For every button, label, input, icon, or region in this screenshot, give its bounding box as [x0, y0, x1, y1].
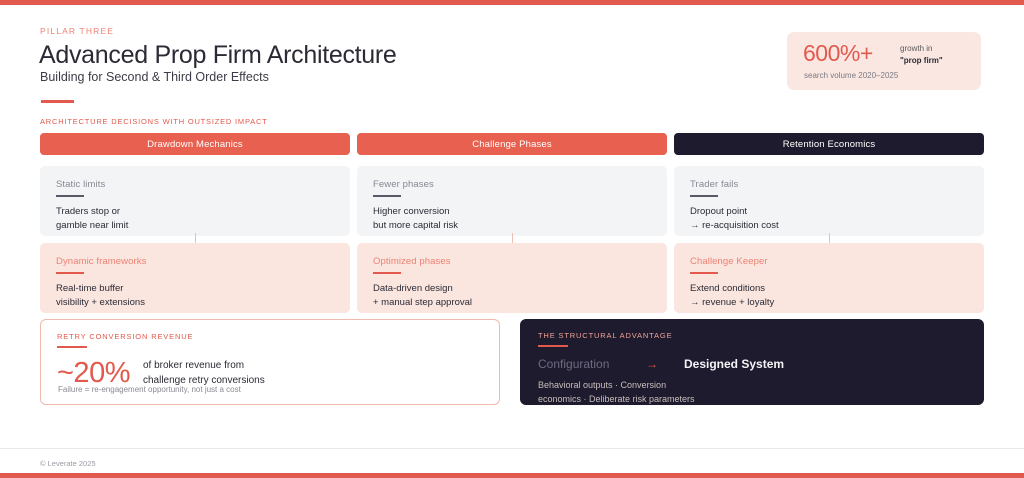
card-rule	[56, 195, 84, 197]
dark-panel-body: Behavioral outputs · Conversion economic…	[538, 378, 838, 406]
card-body-line2: gamble near limit	[56, 220, 129, 231]
card-body: Traders stop or gamble near limit	[56, 205, 334, 233]
card-body-line1: Higher conversion	[373, 206, 450, 217]
retry-panel-footnote: Failure = re-engagement opportunity, not…	[58, 385, 241, 394]
card-title: Dynamic frameworks	[56, 256, 147, 267]
card-body-line1: Data-driven design	[373, 283, 453, 294]
card-rule	[373, 272, 401, 274]
stat-badge-caption-line2: "prop firm"	[900, 56, 943, 65]
card-optimized-phases[interactable]: Optimized phases Data-driven design + ma…	[357, 243, 667, 313]
configuration-row: Configuration → Designed System	[538, 357, 966, 371]
pillar-eyebrow: PILLAR THREE	[40, 26, 115, 36]
retry-desc-line2: challenge retry conversions	[142, 375, 265, 386]
stat-badge-caption-line1: growth in	[900, 44, 933, 53]
retry-panel-rule	[57, 346, 87, 348]
retry-conversion-revenue-panel[interactable]: RETRY CONVERSION REVENUE ~20% of broker …	[40, 319, 500, 405]
card-rule	[373, 195, 401, 197]
card-challenge-keeper[interactable]: Challenge Keeper Extend conditions → rev…	[674, 243, 984, 313]
dark-panel-rule	[538, 345, 568, 347]
dark-body-line2: economics · Deliberate risk parameters	[538, 394, 695, 404]
top-accent-bar	[0, 0, 1024, 5]
connector-line-column-1	[195, 233, 196, 245]
card-body-line2: → re-acquisition cost	[690, 220, 779, 231]
footer-copyright: © Leverate 2025	[40, 459, 96, 468]
card-title: Trader fails	[690, 179, 739, 190]
card-static-limits[interactable]: Static limits Traders stop or gamble nea…	[40, 166, 350, 236]
card-rule	[690, 195, 718, 197]
card-body-line1: Real-time buffer	[56, 283, 124, 294]
card-body: Real-time buffer visibility + extensions	[56, 282, 334, 310]
card-dynamic-frameworks[interactable]: Dynamic frameworks Real-time buffer visi…	[40, 243, 350, 313]
stat-badge-caption: growth in "prop firm"	[900, 43, 974, 67]
stat-badge-subtext: search volume 2020–2025	[804, 71, 899, 80]
structural-advantage-panel[interactable]: THE STRUCTURAL ADVANTAGE Configuration →…	[520, 319, 984, 405]
card-body: Higher conversion but more capital risk	[373, 205, 651, 233]
column-header-retention-economics[interactable]: Retention Economics	[674, 133, 984, 155]
card-body: Data-driven design + manual step approva…	[373, 282, 651, 310]
retry-desc-line1: of broker revenue from	[142, 360, 245, 371]
configuration-value: Designed System	[684, 357, 785, 371]
card-title: Challenge Keeper	[690, 256, 768, 267]
stat-badge: 600%+ growth in "prop firm" search volum…	[787, 32, 981, 90]
card-body-line1: Traders stop or	[56, 206, 121, 217]
card-body-line1: Extend conditions	[690, 283, 765, 294]
card-title: Optimized phases	[373, 256, 451, 267]
card-body: Dropout point → re-acquisition cost	[690, 205, 968, 233]
card-title: Static limits	[56, 179, 106, 190]
connector-line-column-2	[512, 233, 513, 245]
card-body-line2: visibility + extensions	[56, 297, 145, 308]
page-title: Advanced Prop Firm Architecture	[39, 41, 397, 69]
column-header-drawdown-mechanics[interactable]: Drawdown Mechanics	[40, 133, 350, 155]
retry-panel-description: of broker revenue from challenge retry c…	[143, 358, 265, 388]
footer-divider	[0, 448, 1024, 449]
card-body-line2: + manual step approval	[373, 297, 473, 308]
card-body-line1: Dropout point	[690, 206, 748, 217]
stat-badge-value: 600%+	[803, 40, 873, 66]
connector-line-column-3	[829, 233, 830, 245]
section-label: ARCHITECTURE DECISIONS WITH OUTSIZED IMP…	[40, 117, 268, 126]
card-rule	[690, 272, 718, 274]
card-body-line2: but more capital risk	[373, 220, 459, 231]
dark-panel-label: THE STRUCTURAL ADVANTAGE	[538, 331, 673, 340]
column-header-challenge-phases[interactable]: Challenge Phases	[357, 133, 667, 155]
card-body-line2: → revenue + loyalty	[690, 297, 775, 308]
card-body: Extend conditions → revenue + loyalty	[690, 282, 968, 310]
card-title: Fewer phases	[373, 179, 434, 190]
dark-body-line1: Behavioral outputs · Conversion	[538, 380, 667, 390]
retry-panel-stat-row: ~20% of broker revenue from challenge re…	[57, 358, 483, 388]
arrow-right-icon: →	[646, 357, 658, 371]
retry-panel-label: RETRY CONVERSION REVENUE	[57, 332, 194, 341]
retry-panel-value: ~20%	[57, 357, 130, 389]
card-trader-fails[interactable]: Trader fails Dropout point → re-acquisit…	[674, 166, 984, 236]
configuration-key: Configuration	[538, 357, 610, 371]
header-divider-rule	[41, 100, 74, 103]
card-fewer-phases[interactable]: Fewer phases Higher conversion but more …	[357, 166, 667, 236]
card-rule	[56, 272, 84, 274]
page-subtitle: Building for Second & Third Order Effect…	[40, 70, 269, 84]
bottom-accent-bar	[0, 473, 1024, 478]
